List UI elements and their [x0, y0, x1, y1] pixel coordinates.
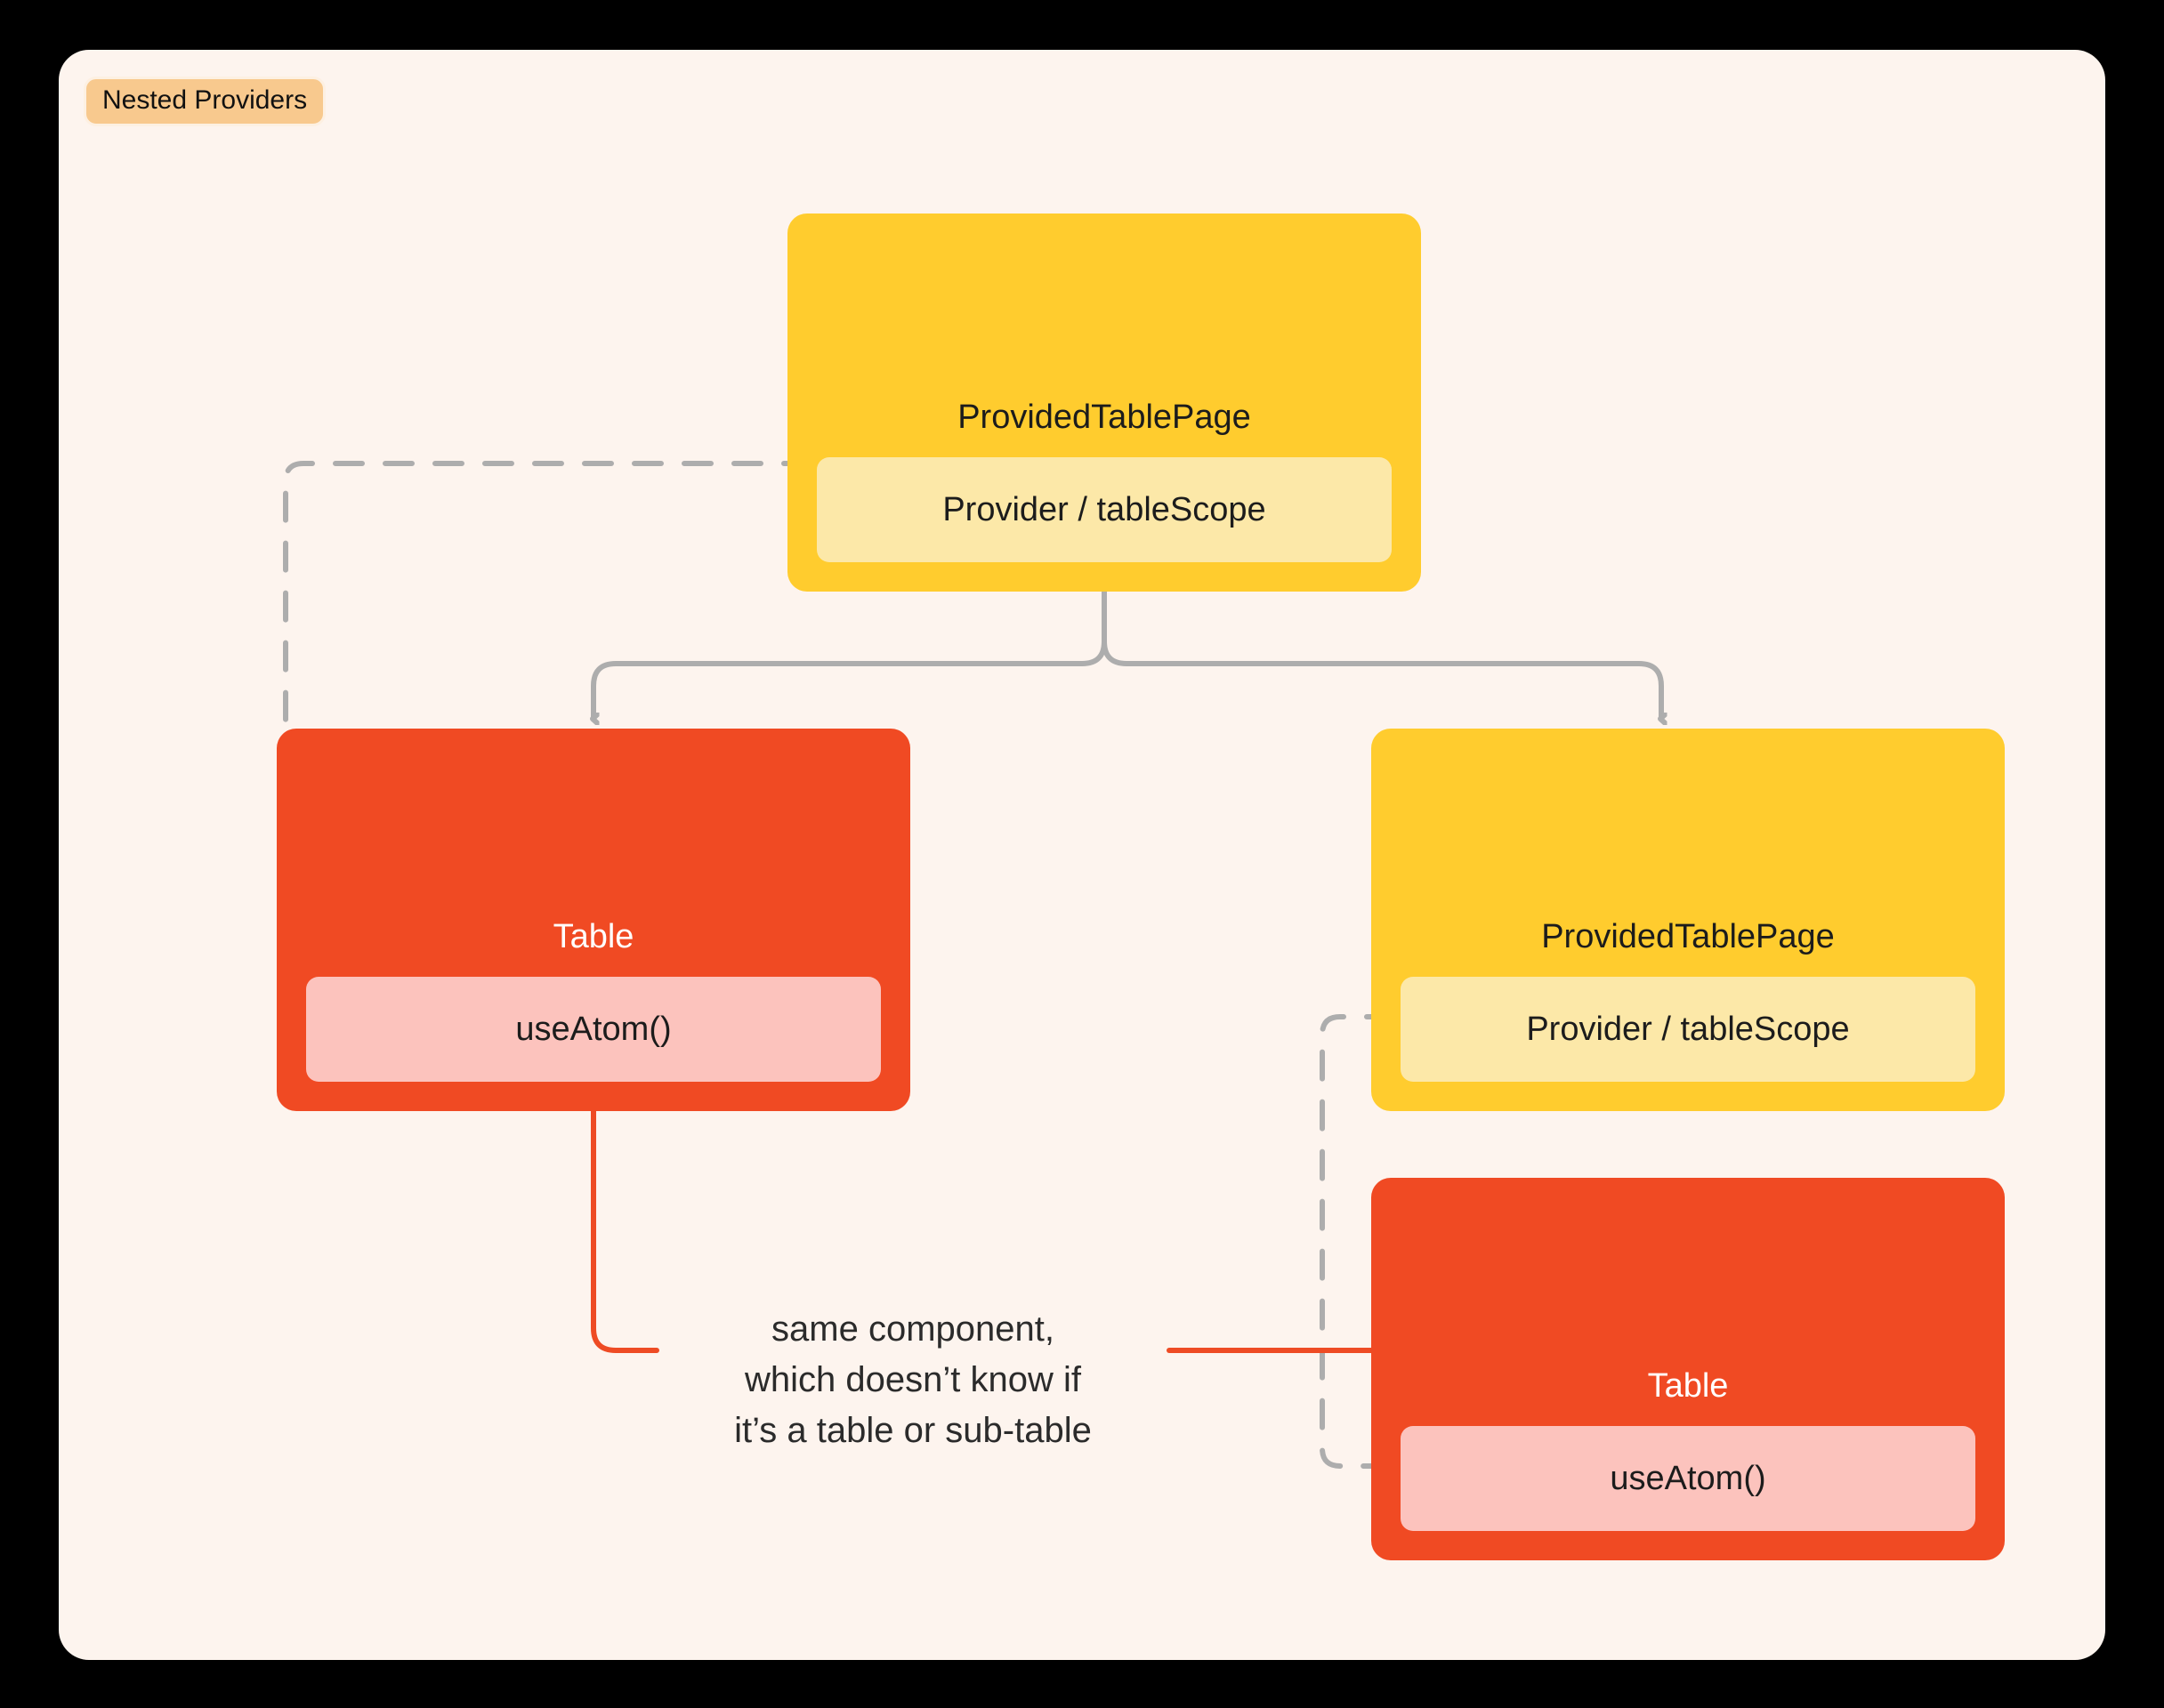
edge-root-to-table-left: [593, 589, 1107, 719]
provider-scope-badge[interactable]: Provider / tableScope: [1401, 977, 1975, 1082]
node-table-right[interactable]: Table useAtom(): [1371, 1178, 2005, 1560]
node-provided-table-page-nested[interactable]: ProvidedTablePage Provider / tableScope: [1371, 729, 2005, 1111]
annotation-line-2: which doesn’t know if: [745, 1359, 1081, 1399]
provider-scope-badge[interactable]: Provider / tableScope: [817, 457, 1392, 562]
use-atom-badge[interactable]: useAtom(): [306, 977, 881, 1082]
node-title: ProvidedTablePage: [957, 399, 1251, 436]
node-title: Table: [553, 918, 634, 955]
frame-label: Nested Providers: [84, 77, 327, 126]
use-atom-badge[interactable]: useAtom(): [1401, 1426, 1975, 1531]
edge-root-to-nested-page: [1102, 589, 1661, 719]
node-title: Table: [1647, 1367, 1729, 1405]
node-table-left[interactable]: Table useAtom(): [277, 729, 910, 1111]
node-provided-table-page-root[interactable]: ProvidedTablePage Provider / tableScope: [787, 214, 1421, 592]
scope-link-nested-to-table-right: [1320, 1014, 1396, 1469]
annotation-link-left: [591, 1108, 659, 1353]
annotation-line-3: it’s a table or sub-table: [734, 1410, 1092, 1450]
annotation-text: same component, which doesn’t know if it…: [664, 1304, 1162, 1455]
annotation-line-1: same component,: [771, 1309, 1054, 1349]
node-title: ProvidedTablePage: [1541, 918, 1835, 955]
diagram-canvas: Nested Providers ProvidedTablePage Provi…: [59, 50, 2105, 1660]
tree-connectors: [593, 589, 1661, 719]
